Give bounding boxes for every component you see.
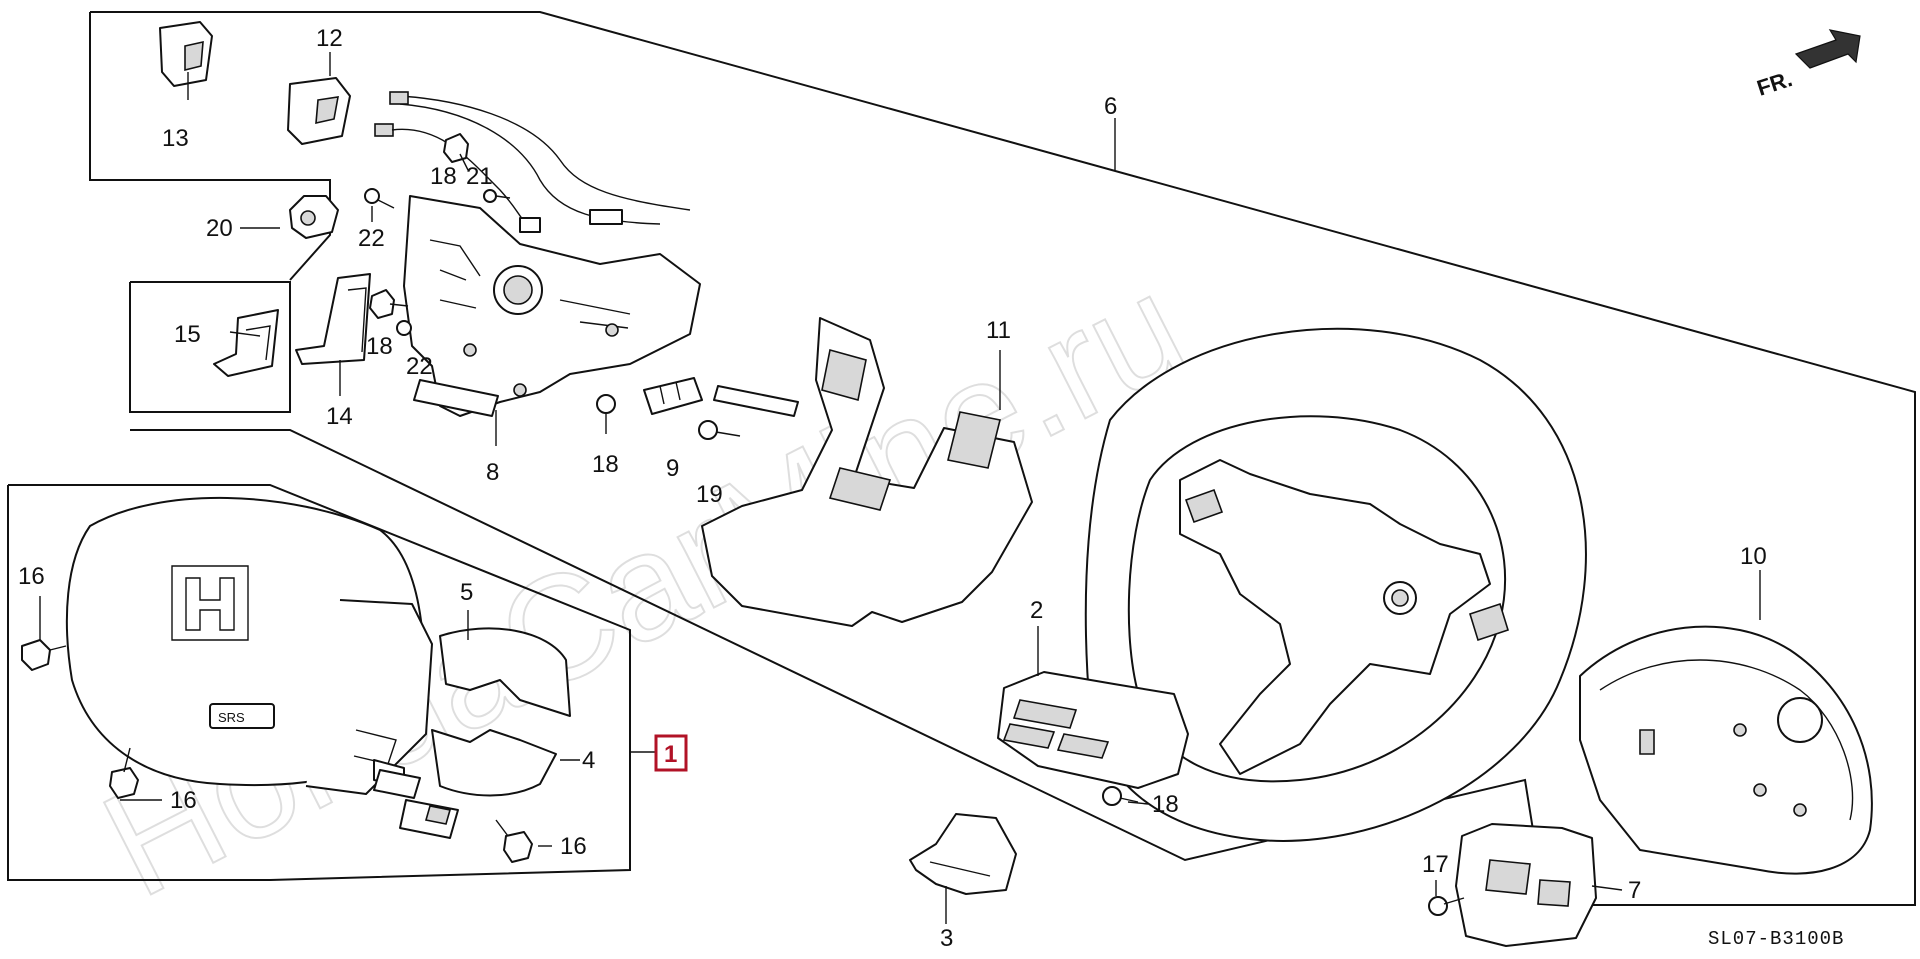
part-9-clip	[643, 377, 703, 415]
bolt-16-bottom-left	[109, 747, 139, 799]
highlight-box[interactable]	[654, 734, 688, 772]
callout-18-top: 18	[430, 163, 457, 190]
wiring-harness	[374, 91, 691, 233]
callout-19: 19	[696, 481, 723, 508]
part-10-back-cover	[1579, 625, 1873, 875]
callout-3: 3	[940, 925, 953, 952]
callout-4: 4	[582, 747, 595, 774]
reference-code: SL07-B3100B	[1708, 928, 1844, 950]
callout-10: 10	[1740, 543, 1767, 570]
highlighted-part-label[interactable]: 1	[664, 741, 677, 768]
group-outline-switch	[89, 12, 331, 281]
callout-16-left: 16	[18, 563, 45, 590]
callout-22-top: 22	[358, 225, 385, 252]
callout-20: 20	[206, 215, 233, 242]
part-12-switch-cap	[287, 77, 351, 145]
callout-15: 15	[174, 321, 201, 348]
part-13-switch-cap	[159, 21, 213, 87]
srs-label-text: SRS	[218, 710, 245, 725]
part-3-lower-cover	[909, 813, 1017, 895]
part-4-cover	[431, 729, 557, 797]
part-20-nut	[289, 195, 339, 239]
callout-17: 17	[1422, 851, 1449, 878]
part-2-switch-panel	[997, 671, 1189, 789]
front-arrow-icon	[1794, 29, 1861, 69]
front-direction-indicator: FR.	[1754, 29, 1861, 101]
bolt-17	[1428, 896, 1465, 916]
bolt-16-bottom-right	[495, 819, 533, 863]
callout-22-mid: 22	[406, 353, 433, 380]
bolt-18-top	[443, 133, 469, 171]
part-6-steering-wheel	[1084, 327, 1587, 842]
callout-2: 2	[1030, 597, 1043, 624]
part-5-cover	[439, 627, 571, 717]
bolt-16-left	[21, 639, 67, 671]
screw-22-mid	[396, 320, 412, 336]
group-outline-airbag	[7, 484, 631, 881]
callout-13: 13	[162, 125, 189, 152]
callout-16-bottom-right: 16	[560, 833, 587, 860]
callout-21: 21	[466, 163, 493, 190]
callout-18-lower: 18	[592, 451, 619, 478]
bolt-18-mid	[369, 289, 409, 319]
callout-14: 14	[326, 403, 353, 430]
highlighted-part-1[interactable]: 1	[630, 734, 688, 772]
part-15-bracket	[213, 309, 279, 377]
callout-5: 5	[460, 579, 473, 606]
screw-22-top	[364, 188, 395, 209]
part-14-bracket	[295, 273, 371, 365]
callout-11: 11	[986, 317, 1011, 344]
part-7-switch	[1455, 823, 1597, 947]
group-outline-15	[129, 281, 291, 413]
callout-12: 12	[316, 25, 343, 52]
callout-16-bottom-left: 16	[170, 787, 197, 814]
part-11-frame	[701, 317, 1033, 627]
front-label: FR.	[1754, 66, 1795, 101]
callout-6: 6	[1104, 93, 1117, 120]
bolt-18-lower	[596, 394, 616, 434]
leader-lines	[39, 52, 1761, 924]
callout-7: 7	[1628, 877, 1641, 904]
part-1-airbag-module: SRS	[65, 497, 433, 795]
callout-18-wheel: 18	[1152, 791, 1179, 818]
bolt-18-wheel	[1102, 786, 1139, 806]
airbag-connector	[373, 769, 459, 839]
callout-labels: 2 3 4 5 6 7 8 9 10 11 12 13 14 15 16 16 …	[18, 25, 1767, 952]
bolt-19	[698, 420, 741, 440]
callout-9: 9	[666, 455, 679, 482]
part-8-cover	[403, 195, 701, 417]
callout-8: 8	[486, 459, 499, 486]
screw-21	[483, 189, 511, 203]
callout-18-mid: 18	[366, 333, 393, 360]
